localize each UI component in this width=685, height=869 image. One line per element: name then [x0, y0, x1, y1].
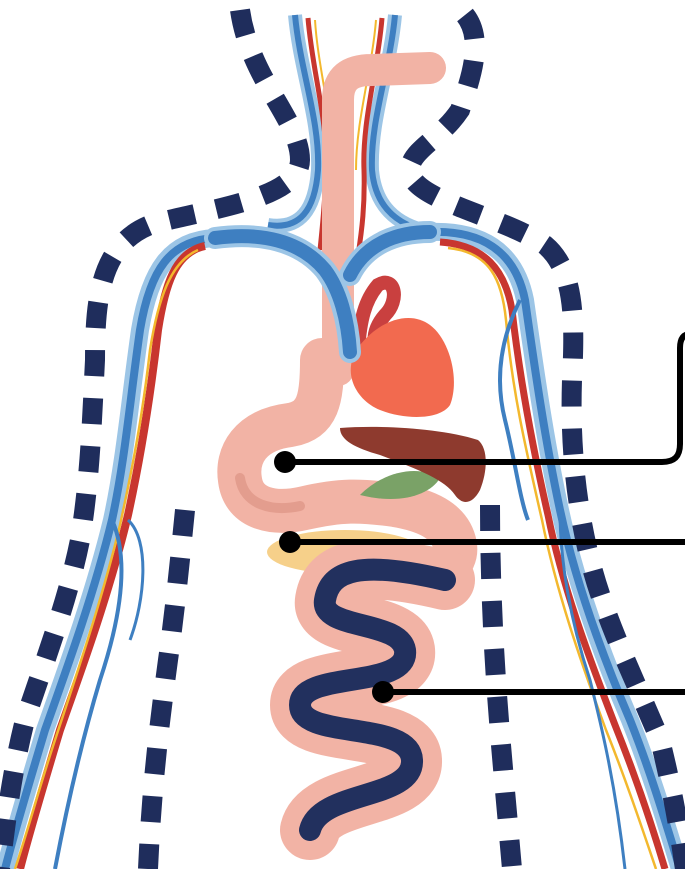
left-arm-vein-branch-2: [128, 520, 143, 640]
left-arm-vessels: [5, 238, 215, 869]
left-arm-vein-outline: [5, 238, 215, 869]
pointer-dot-intestine: [372, 681, 394, 703]
right-arm-nerve: [448, 248, 656, 869]
dashed-outline-left-inner: [148, 510, 185, 869]
dashed-outline-right-inner: [490, 505, 512, 869]
pointer-dot-pancreas: [279, 531, 301, 553]
pointer-dot-stomach: [274, 451, 296, 473]
organs: [340, 283, 486, 502]
